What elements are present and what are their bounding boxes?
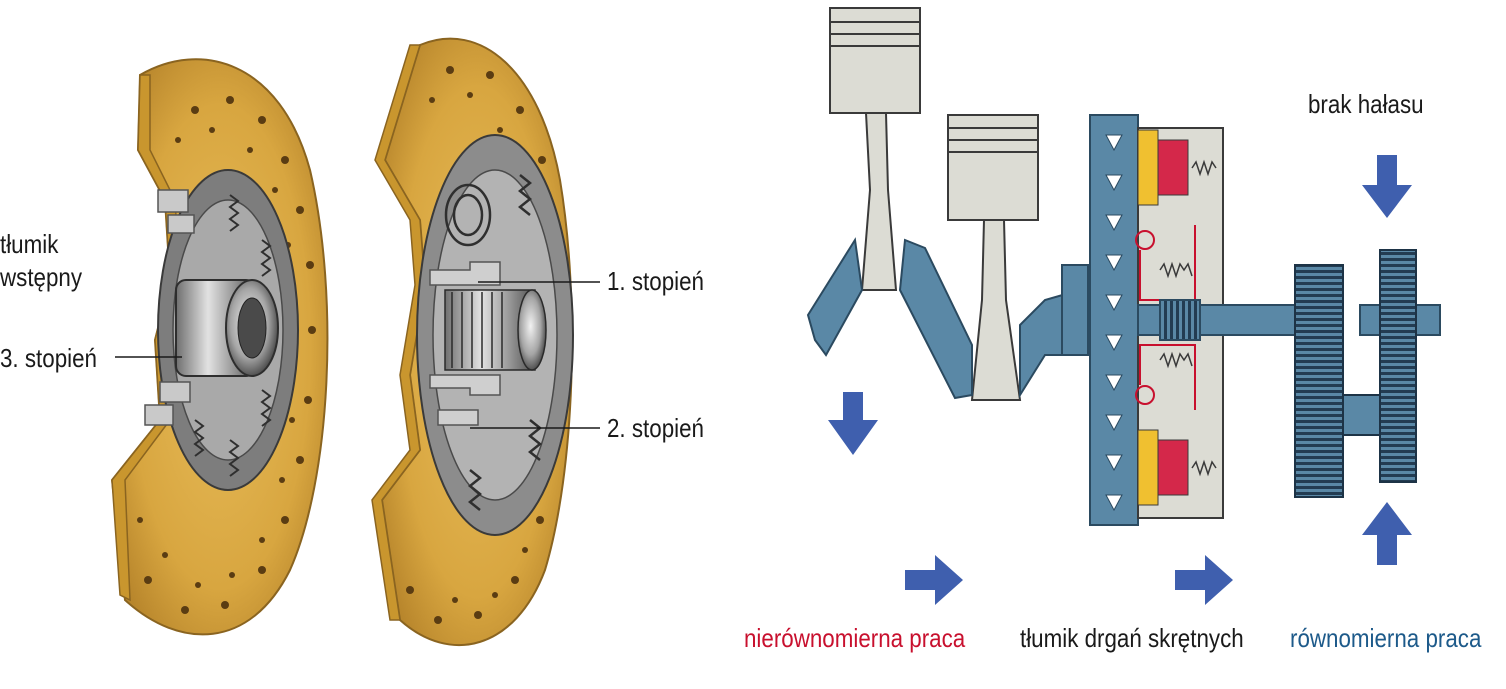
torsional-damper-schematic	[806, 7, 1441, 605]
label-pre-damper-line2: wstępny	[0, 262, 83, 292]
clutch-disc-left	[110, 58, 329, 636]
hub-spline-right	[444, 289, 547, 371]
arrow-down-right	[1362, 155, 1412, 218]
arrow-up-right	[1362, 502, 1412, 565]
cut-steps-left	[144, 189, 195, 426]
gearbox-gears	[1294, 249, 1417, 498]
stage-plates-right	[429, 261, 501, 426]
arrow-right-2	[1175, 555, 1233, 605]
label-uneven-operation: nierównomierna praca	[744, 623, 966, 653]
label-pre-damper-line1: tłumik	[0, 229, 59, 259]
arrow-right-1	[905, 555, 963, 605]
label-stage1: 1. stopień	[607, 266, 704, 296]
piston-1	[829, 7, 921, 291]
label-even-operation: równomierna praca	[1290, 623, 1482, 653]
label-torsional-damper: tłumik drgań skrętnych	[1020, 623, 1244, 653]
label-stage2: 2. stopień	[607, 413, 704, 443]
arrows	[828, 155, 1412, 605]
arrow-down-left	[828, 392, 878, 455]
clutch-disc-right	[371, 37, 574, 646]
label-stage3: 3. stopień	[0, 343, 97, 373]
label-no-noise: brak hałasu	[1308, 89, 1424, 119]
leader-lines	[115, 281, 600, 429]
damper-springs-left	[193, 194, 272, 477]
crankshaft	[806, 237, 1089, 400]
rivet-holes-left	[137, 96, 316, 614]
piston-2	[947, 114, 1039, 401]
damper-springs-right	[444, 174, 543, 511]
